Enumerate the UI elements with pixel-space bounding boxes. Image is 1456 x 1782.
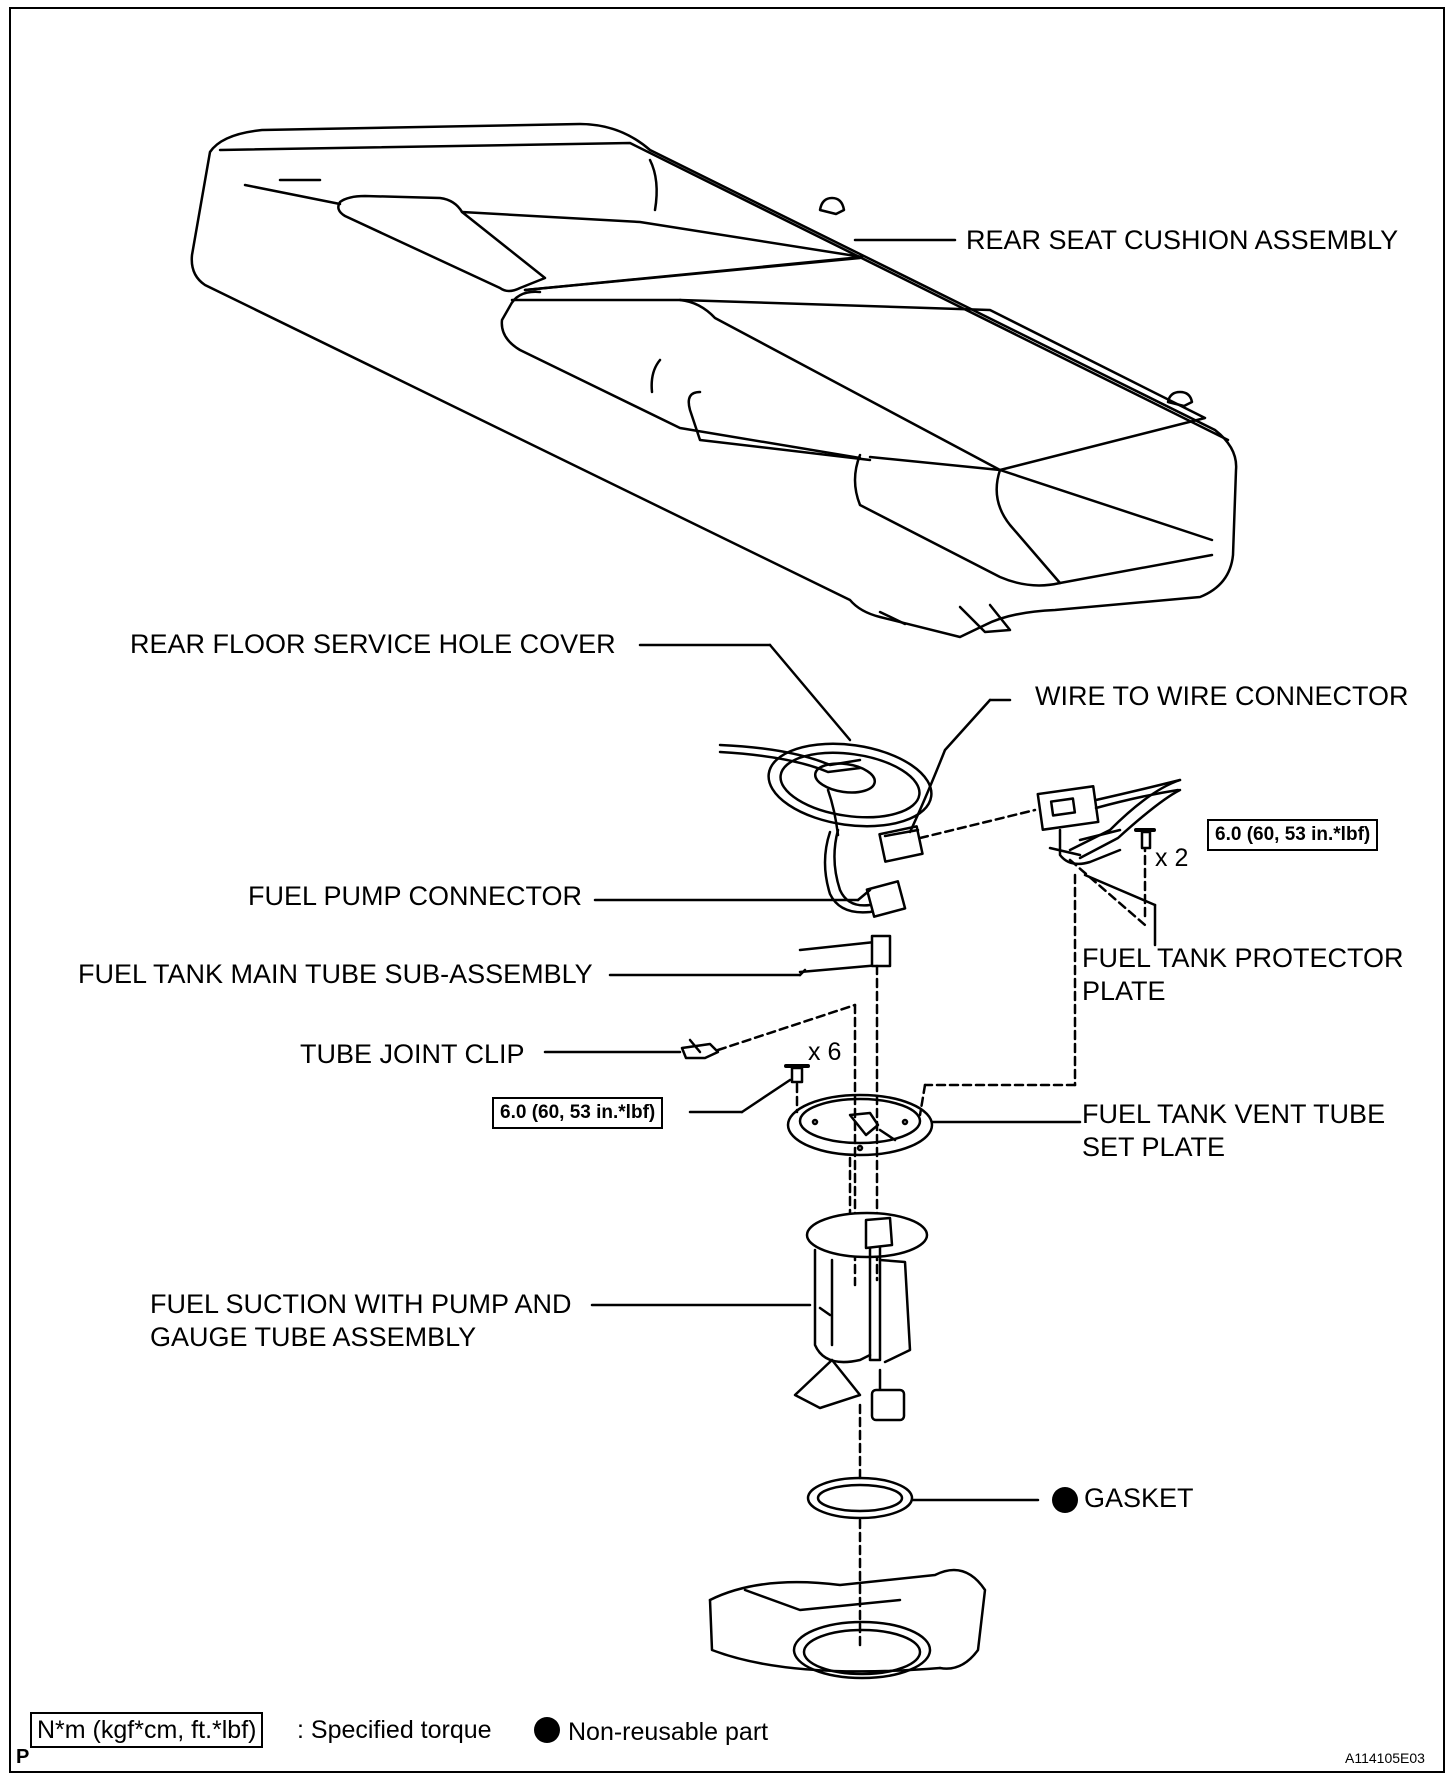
diagram-frame bbox=[9, 7, 1445, 1773]
label-fuel-tank-protector-plate-line2: PLATE bbox=[1082, 976, 1166, 1006]
label-fuel-tank-vent-tube: FUEL TANK VENT TUBE bbox=[1082, 1099, 1386, 1129]
gasket-drawing bbox=[806, 1476, 914, 1520]
label-tube-joint-clip: TUBE JOINT CLIP bbox=[300, 1039, 525, 1069]
torque-protector-plate: 6.0 (60, 53 in.*lbf) bbox=[1207, 819, 1379, 851]
label-fuel-tank-protector-plate: FUEL TANK PROTECTOR bbox=[1082, 943, 1404, 973]
label-fuel-tank-main-tube: FUEL TANK MAIN TUBE SUB-ASSEMBLY bbox=[78, 959, 593, 989]
protector-plate-drawing bbox=[1036, 778, 1182, 866]
corner-mark: P bbox=[16, 1746, 30, 1768]
label-rear-floor-service-hole-cover: REAR FLOOR SERVICE HOLE COVER bbox=[130, 629, 616, 659]
service-hole-cover-drawing bbox=[718, 742, 933, 837]
fuel-pump-drawing bbox=[793, 1156, 929, 1422]
label-fuel-suction-line2: GAUGE TUBE ASSEMBLY bbox=[150, 1322, 477, 1352]
figure-id: A114105E03 bbox=[1345, 1750, 1425, 1766]
label-wire-to-wire-connector: WIRE TO WIRE CONNECTOR bbox=[1035, 681, 1409, 711]
vent-tube-set-plate-drawing bbox=[786, 1093, 934, 1157]
quantity-set-plate-bolts: x 6 bbox=[808, 1038, 842, 1066]
label-gasket: GASKET bbox=[1084, 1483, 1194, 1513]
label-fuel-suction: FUEL SUCTION WITH PUMP AND bbox=[150, 1289, 572, 1319]
torque-set-plate: 6.0 (60, 53 in.*lbf) bbox=[492, 1097, 664, 1129]
label-rear-seat-cushion: REAR SEAT CUSHION ASSEMBLY bbox=[966, 225, 1399, 255]
legend-nonreusable-text: Non-reusable part bbox=[568, 1718, 769, 1746]
legend-nonreusable-mark bbox=[534, 1717, 560, 1743]
label-fuel-pump-connector: FUEL PUMP CONNECTOR bbox=[248, 881, 583, 911]
legend-torque-text: : Specified torque bbox=[297, 1716, 492, 1744]
nonreusable-mark bbox=[1052, 1487, 1078, 1513]
quantity-protector-bolts: x 2 bbox=[1155, 844, 1189, 872]
legend-torque-box: N*m (kgf*cm, ft.*lbf) bbox=[30, 1712, 264, 1748]
label-fuel-tank-vent-tube-line2: SET PLATE bbox=[1082, 1132, 1226, 1162]
rear-seat-cushion-drawing bbox=[190, 122, 1238, 639]
fuel-tank-opening-drawing bbox=[708, 1568, 987, 1680]
